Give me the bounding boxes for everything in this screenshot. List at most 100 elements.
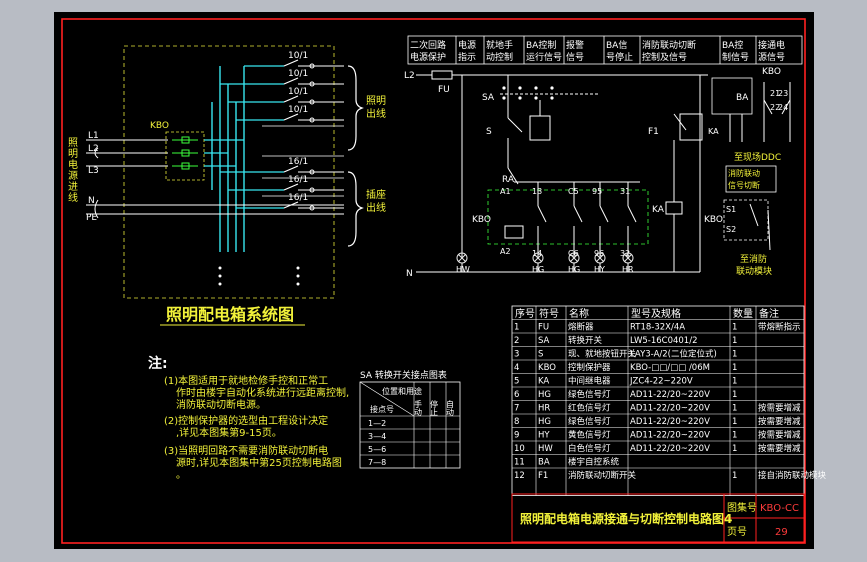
parts-cell: AD11-22/20~220V [630, 444, 710, 454]
function-header-table [407, 35, 803, 65]
header-cell-line2: 动控制 [486, 51, 513, 63]
kbo-right-label: KBO [762, 67, 781, 77]
sa-selector-contacts [502, 86, 554, 100]
breaker-rating: 16/1 [288, 175, 308, 185]
parts-cell: HG [538, 417, 551, 427]
header-cell-line2: 指示 [458, 51, 476, 63]
sa-header-bottom: 接点号 [370, 404, 394, 414]
breaker-rating: 10/1 [288, 105, 308, 115]
ba-right-label: BA [736, 93, 749, 103]
fire-module-label: 至消防 [740, 253, 767, 265]
notes-block: 注: (1)本图适用于就地检修手控和正常工作时由楼宇自动化系统进行远距离控制,消… [148, 355, 349, 481]
parts-cell: FU [538, 323, 549, 333]
sa-row-4: 7—8 [368, 458, 386, 467]
c95-label: 95 [592, 187, 602, 196]
header-cell-line1: 报警 [566, 39, 584, 51]
lamp-label: HG [532, 265, 544, 274]
note-line: 。 [176, 470, 186, 481]
sa-contact-table: SA 转换开关接点图表 位置和用途 接点号 手动 停止 自动 1—2 3—4 5… [359, 369, 461, 469]
outgoing-socket-label: 插座出线 [366, 188, 386, 214]
parts-cell: 12 [514, 471, 525, 481]
parts-cell: HW [538, 444, 553, 454]
parts-cell: 白色信号灯 [568, 443, 611, 454]
parts-cell: 5 [514, 377, 519, 387]
parts-cell: 控制保护器 [568, 362, 611, 373]
phase-label-l3: L3 [88, 166, 99, 176]
parts-cell: 1 [732, 471, 737, 481]
kbo-control-box [487, 189, 649, 245]
lighting-system-diagram: 10/110/110/110/116/116/116/1 照明出线 插座出线 L… [68, 45, 386, 326]
parts-cell: 1 [732, 336, 737, 346]
s-button-label: S [486, 127, 492, 137]
parts-cell: RT18-32X/4A [630, 323, 685, 333]
phase-label-l1: L1 [88, 131, 99, 141]
parts-cell: AD11-22/20~220V [630, 404, 710, 414]
neutral-bus-label: N [406, 269, 413, 279]
control-circuit: 二次回路电源保护电源指示就地手动控制BA控制运行信号报警信号BA信号停止消防联动… [404, 35, 803, 279]
parts-cell: 按需要增减 [758, 403, 801, 414]
sa-col-auto: 自动 [446, 399, 455, 417]
parts-cell: 1 [732, 431, 737, 441]
outgoing-lighting-line1: 照明 [366, 95, 386, 107]
c5-label: C5 [568, 187, 579, 196]
parts-cell: AD11-22/20~220V [630, 390, 710, 400]
atlas-no-value: KBO-CC [760, 503, 799, 514]
note-line: (2)控制保护器的选型由工程设计决定 [164, 414, 328, 427]
header-cell-line1: BA控制 [526, 39, 556, 51]
main-switch-kbo [165, 131, 205, 181]
incoming-power-char: 源 [68, 169, 78, 182]
sheet-background [54, 12, 814, 549]
parts-cell: HY [538, 431, 550, 441]
parts-header-cell: 符号 [539, 307, 559, 320]
fire-signal-label-line2: 信号切断 [728, 180, 760, 190]
header-cell-line1: 接通电 [758, 39, 785, 51]
kbo-coil [504, 225, 524, 239]
header-cell-line1: 电源 [458, 39, 476, 51]
incoming-power-char: 进 [68, 181, 78, 193]
parts-header-cell: 数量 [733, 307, 753, 320]
outer-border [61, 18, 806, 544]
parts-cell: 中间继电器 [568, 376, 611, 387]
parts-cell: S [538, 350, 543, 360]
note-line: 作时由楼宇自动化系统进行远距离控制, [176, 386, 349, 399]
ka-contact-label: KA [708, 127, 719, 136]
c31-label: 31 [620, 187, 630, 196]
sa-col-manual: 手动 [414, 399, 423, 417]
sa-row-1: 1—2 [368, 419, 386, 428]
parts-cell: 绿色信号灯 [568, 389, 611, 400]
ddc-contacts [729, 82, 791, 142]
parts-cell: 1 [732, 404, 737, 414]
header-cell-line1: BA控 [722, 39, 743, 51]
ddc-label: 至现场DDC [734, 152, 781, 163]
f1-label: F1 [648, 127, 659, 137]
fire-kbo-label: KBO [704, 215, 723, 225]
parts-cell: KBO [538, 363, 556, 373]
note-line: 源时,详见本图集中第25页控制电路图 [176, 456, 342, 469]
parts-cell: 1 [514, 323, 519, 333]
parts-header-cell: 名称 [569, 307, 589, 320]
parts-cell: 带熔断指示 [758, 322, 801, 333]
sa-label: SA [482, 93, 495, 103]
parts-cell: 1 [732, 377, 737, 387]
parts-cell: KA [538, 377, 549, 387]
breaker-rating: 16/1 [288, 157, 308, 167]
parts-cell: F1 [538, 471, 548, 481]
incoming-power-char: 电 [68, 158, 78, 171]
parts-cell: AD11-22/20~220V [630, 431, 710, 441]
note-line: ,详见本图集第9-15页。 [176, 426, 282, 439]
contact-21: 21 [770, 89, 780, 98]
kbo-box-label: KBO [472, 215, 491, 225]
parts-cell: 8 [514, 417, 519, 427]
sa-col-stop: 停止 [430, 399, 439, 416]
parts-cell: 4 [514, 363, 519, 373]
parts-cell: 接自消防联动模块 [758, 470, 827, 481]
parts-cell: JZC4-22~220V [629, 377, 693, 387]
parts-cell: 1 [732, 350, 737, 360]
lamp-label: HG [568, 265, 580, 274]
header-cell-line2: 控制及信号 [642, 51, 687, 63]
breaker-rating: 10/1 [288, 69, 308, 79]
parts-cell: 7 [514, 404, 519, 414]
